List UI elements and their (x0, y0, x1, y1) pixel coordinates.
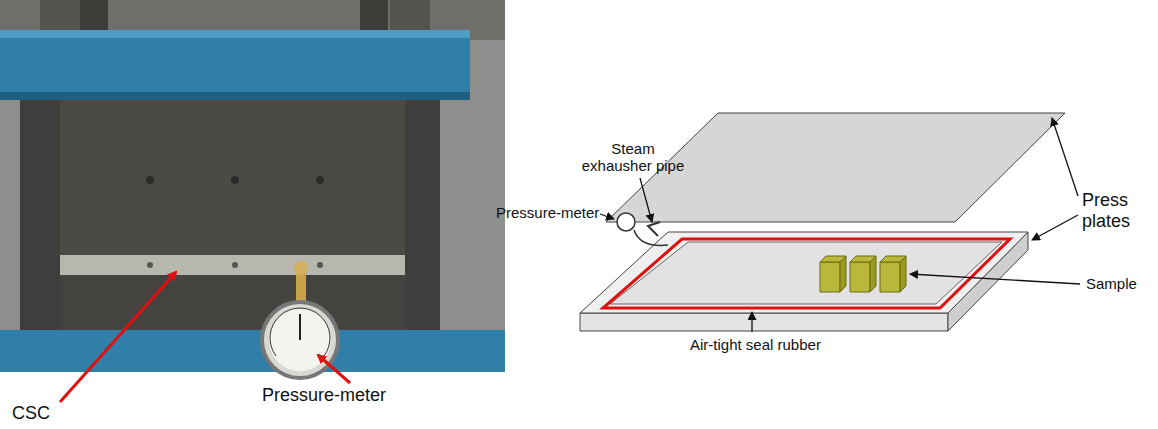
leader-arrows (600, 118, 1080, 332)
press-photo (0, 0, 505, 402)
part-label: CSC (12, 403, 50, 424)
part-label: Pressure-meter (262, 385, 386, 406)
part-label: Sample (1086, 275, 1137, 292)
part-label: Steam exhausher pipe (578, 140, 688, 175)
part-label: Pressure-meter (496, 204, 599, 221)
part-label: Press plates (1082, 190, 1146, 231)
part-label: Air-tight seal rubber (690, 336, 821, 353)
